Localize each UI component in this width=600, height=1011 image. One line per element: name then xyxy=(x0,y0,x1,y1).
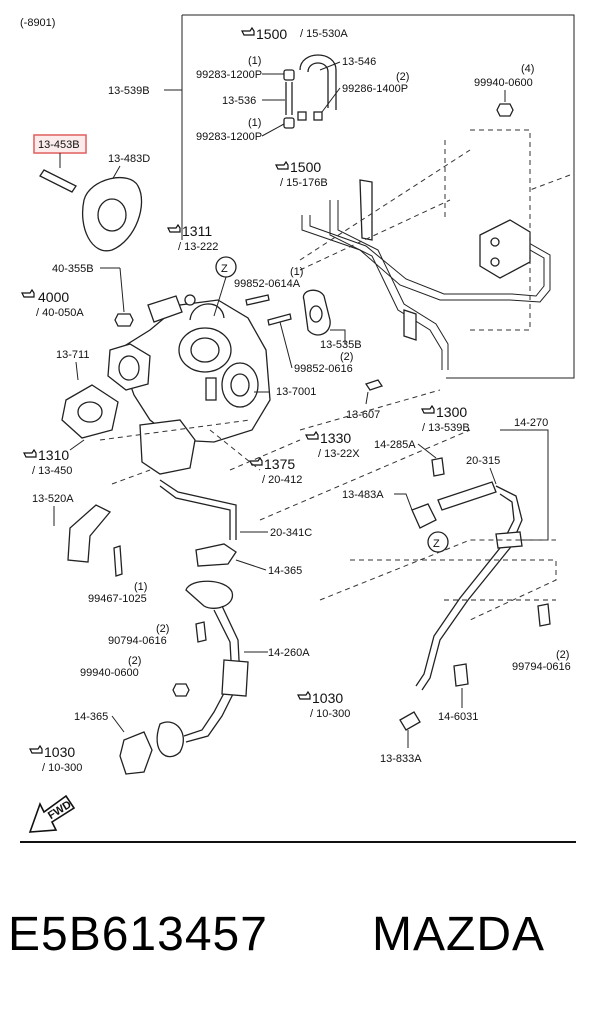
qty-99940-b: (2) xyxy=(128,655,141,667)
brand-name: MAZDA xyxy=(372,908,545,961)
ref-1030-b: 1030 xyxy=(44,744,75,760)
label-13-520A: 13-520A xyxy=(32,493,74,505)
gasket-14-365-a xyxy=(195,543,237,567)
stud-13-453B xyxy=(39,169,77,193)
label-13-536: 13-536 xyxy=(222,95,256,107)
gasket-13-833A xyxy=(399,711,421,731)
svg-text:Z: Z xyxy=(433,538,440,550)
callout-z-bottom xyxy=(427,531,449,553)
label-13-7001: 13-7001 xyxy=(276,386,316,398)
label-99283-1200P-b: 99283-1200P xyxy=(196,131,262,143)
label-10-300-b: / 10-300 xyxy=(42,762,82,774)
qty-99283-a: (1) xyxy=(248,55,261,67)
turbocharger-13-7001 xyxy=(107,294,271,475)
label-13-222: / 13-222 xyxy=(178,241,218,253)
label-99283-1200P-a: 99283-1200P xyxy=(196,69,262,81)
label-14-285A: 14-285A xyxy=(374,439,416,451)
label-99852-0614A: 99852-0614A xyxy=(234,278,301,290)
qty-99286: (2) xyxy=(396,71,409,83)
ref-1311: 1311 xyxy=(182,223,212,239)
qty-99940-a: (4) xyxy=(521,63,534,75)
label-13-453B-highlighted: 13-453B xyxy=(38,139,80,151)
label-13-535B: 13-535B xyxy=(320,339,362,351)
label-13-833A: 13-833A xyxy=(380,753,422,765)
sensor-13-607 xyxy=(364,379,384,391)
gasket-14-365-b xyxy=(119,731,153,775)
label-99286-1400P: 99286-1400P xyxy=(342,83,408,95)
label-99852-0616: 99852-0616 xyxy=(294,363,353,375)
label-13-607: 13-607 xyxy=(346,409,380,421)
label-40-355B: 40-355B xyxy=(52,263,94,275)
bolt-14-285A xyxy=(431,457,445,477)
qty-99794: (2) xyxy=(556,649,569,661)
forward-direction-arrow-icon: FWD xyxy=(28,794,76,833)
ref-1030-a: 1030 xyxy=(312,690,343,706)
ref-1330: 1330 xyxy=(320,430,351,446)
water-pipe-bundle xyxy=(301,179,551,370)
ref-4000: 4000 xyxy=(38,289,69,305)
oil-feed-pipe-14-260A xyxy=(183,605,241,743)
qty-90794: (2) xyxy=(156,623,169,635)
oil-return-pipe xyxy=(159,479,237,540)
qty-99852-a: (1) xyxy=(290,266,303,278)
model-range: (-8901) xyxy=(20,17,55,29)
label-20-315: 20-315 xyxy=(466,455,500,467)
label-20-412: / 20-412 xyxy=(262,474,302,486)
bracket-13-520A xyxy=(67,504,112,563)
label-40-050A: / 40-050A xyxy=(36,307,84,319)
label-13-450: / 13-450 xyxy=(32,465,72,477)
detail-inset-border xyxy=(181,14,575,379)
qty-99852-b: (2) xyxy=(340,351,353,363)
label-14-365-b: 14-365 xyxy=(74,711,108,723)
qty-99467: (1) xyxy=(134,581,147,593)
label-14-260A: 14-260A xyxy=(268,647,310,659)
label-20-341C: 20-341C xyxy=(270,527,312,539)
ref-1310: 1310 xyxy=(38,447,69,463)
label-13-539B: / 13-539B xyxy=(422,422,470,434)
label-14-270: 14-270 xyxy=(514,417,548,429)
label-13-711: 13-711 xyxy=(56,349,89,361)
svg-text:Z: Z xyxy=(221,263,228,275)
qty-99283-b: (1) xyxy=(248,117,261,129)
ref-1375: 1375 xyxy=(264,456,295,472)
stud-99852-a xyxy=(245,294,270,306)
label-14-6031: 14-6031 xyxy=(438,711,478,723)
label-14-365-a: 14-365 xyxy=(268,565,302,577)
label-13-22X: / 13-22X xyxy=(318,448,360,460)
label-15-176B: / 15-176B xyxy=(280,177,328,189)
label-99940-0600-b: 99940-0600 xyxy=(80,667,139,679)
nut-99940-a xyxy=(496,103,514,117)
label-15-530A: / 15-530A xyxy=(300,28,348,40)
label-13-483A: 13-483A xyxy=(342,489,384,501)
ref-1500-b: 1500 xyxy=(290,159,321,175)
bolt-14-6031 xyxy=(453,663,469,687)
label-13-483D: 13-483D xyxy=(108,153,150,165)
label-99467-1025: 99467-1025 xyxy=(88,593,147,605)
label-13-539B-top: 13-539B xyxy=(108,85,150,97)
label-13-546: 13-546 xyxy=(342,56,376,68)
ref-1300: 1300 xyxy=(436,404,467,420)
label-90794-0616: 90794-0616 xyxy=(108,635,167,647)
label-99794-0616: 99794-0616 xyxy=(512,661,571,673)
part-number: E5B613457 xyxy=(8,908,268,961)
water-hose-assembly xyxy=(283,54,337,129)
label-99940-0600-a: 99940-0600 xyxy=(474,77,533,89)
ref-1500-a: 1500 xyxy=(256,26,287,42)
label-10-300-a: / 10-300 xyxy=(310,708,350,720)
